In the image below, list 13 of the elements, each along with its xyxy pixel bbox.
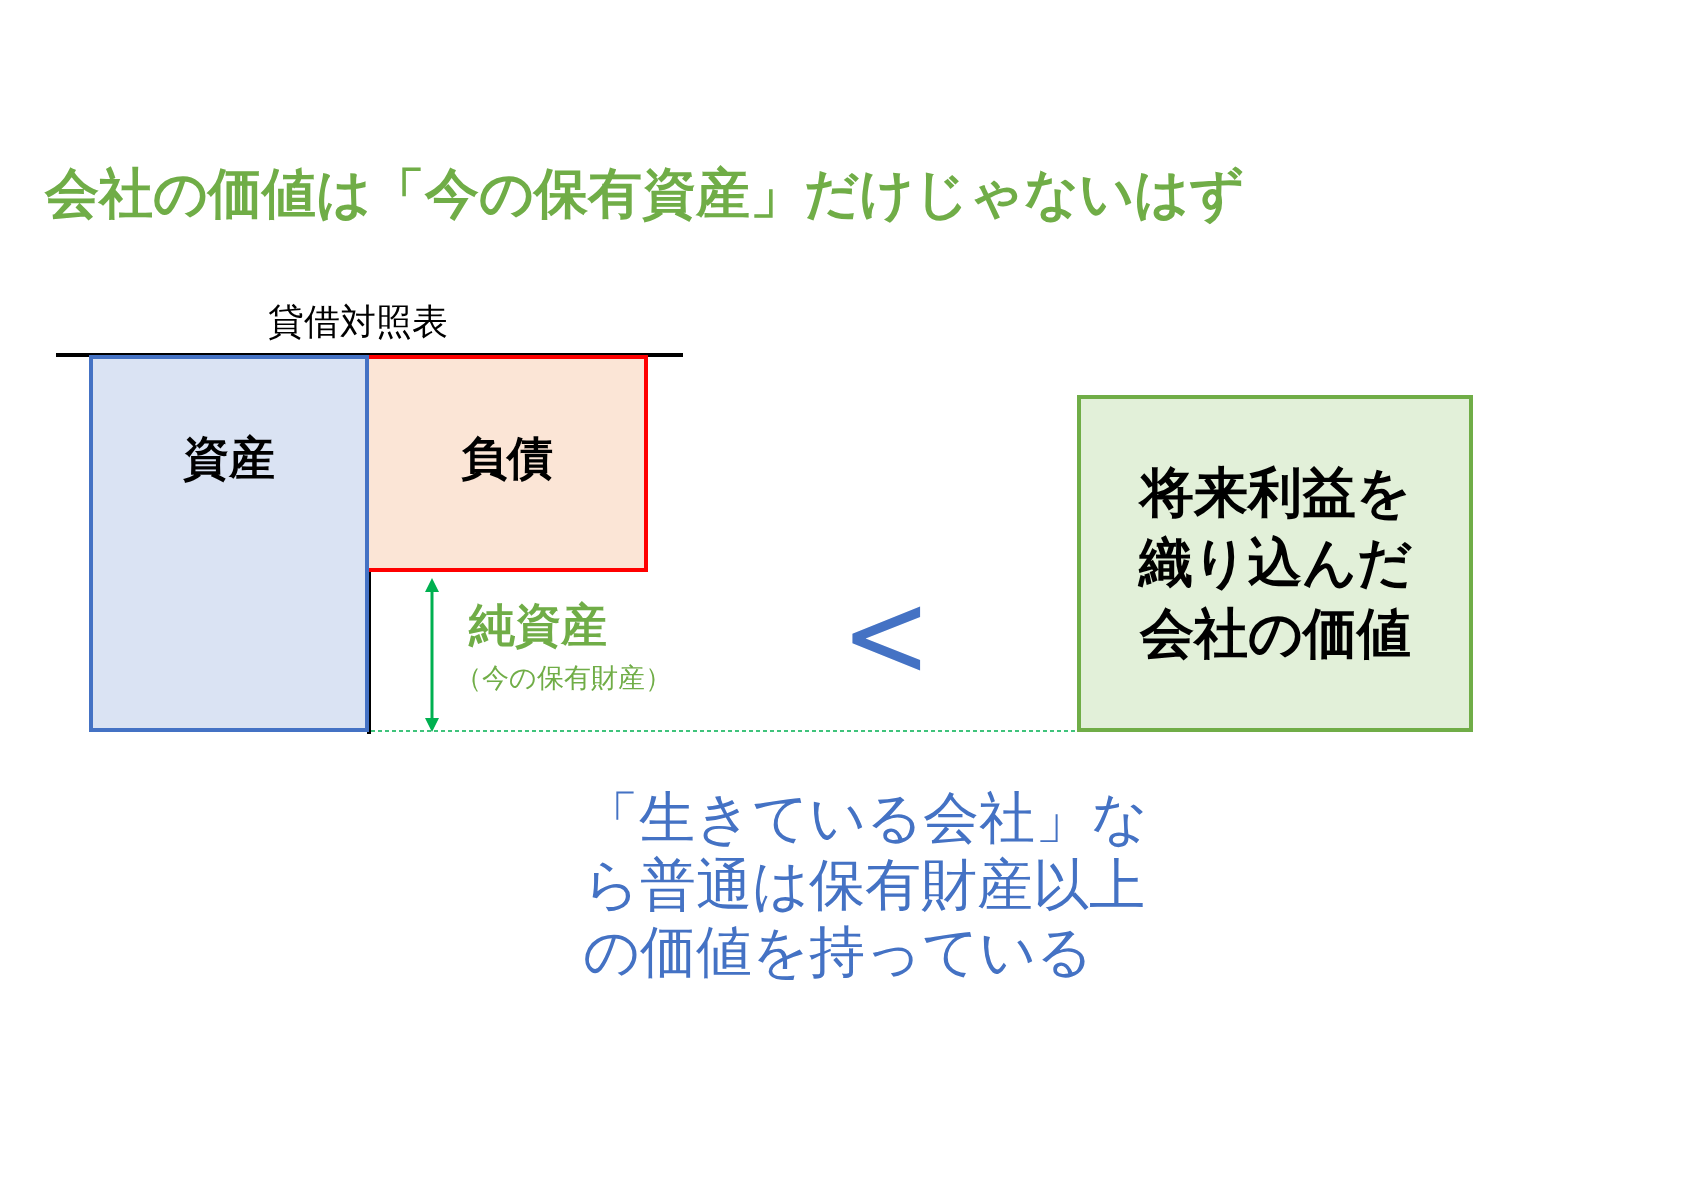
net-assets-label: 純資産 bbox=[469, 598, 607, 654]
title: 会社の価値は「今の保有資産」だけじゃないはず bbox=[45, 161, 1244, 227]
table-title: 貸借対照表 bbox=[268, 300, 448, 344]
value-box bbox=[1077, 395, 1473, 732]
asset-box bbox=[89, 355, 369, 732]
dashed-line bbox=[370, 730, 1078, 732]
box-text: 負債 bbox=[460, 430, 553, 487]
explanation-text: 「生きている会社」なら普通は保有財産以上の価値を持っている bbox=[583, 784, 1149, 986]
liability-box bbox=[369, 355, 648, 572]
note-text: （今の保有財産） bbox=[455, 662, 672, 695]
box-text: 資産 bbox=[183, 430, 275, 487]
box-text: 将来利益を織り込んだ会社の価値 bbox=[1137, 460, 1413, 667]
less-than-sign: < bbox=[841, 575, 932, 695]
